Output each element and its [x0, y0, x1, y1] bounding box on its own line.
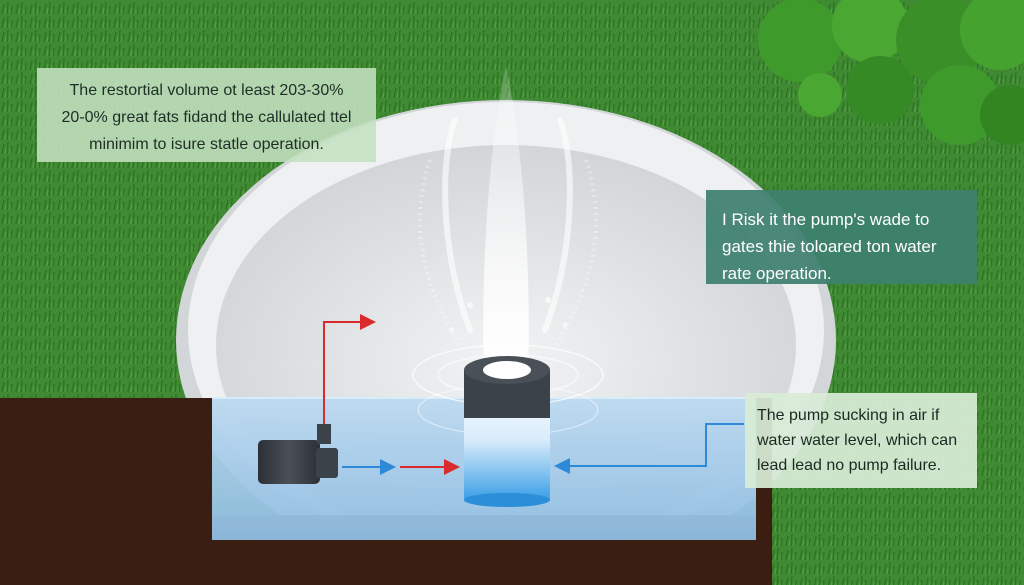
inflow-arrow [554, 423, 744, 474]
water-jet-icon [418, 65, 598, 380]
callout-line: 20-0% great fats fidand the callulated t… [61, 109, 352, 126]
callout-line: gates thie toloared ton water [722, 237, 937, 256]
callout-line: The restortial volume ot least 203-30% [69, 82, 344, 99]
callout-line: rate operation. [722, 264, 832, 283]
callout-line: minimim to isure statle operation. [89, 136, 324, 153]
reservoir-volume-callout: The restortial volume ot least 203-30% 2… [37, 68, 376, 162]
soil-left [0, 398, 212, 585]
callout-line: I Risk it the pump's wade to [722, 210, 930, 229]
pump-icon [258, 424, 338, 484]
callout-line: water water level, which can [757, 432, 958, 449]
flow-rate-callout: I Risk it the pump's wade to gates thie … [706, 190, 977, 284]
callout-line: lead lead no pump failure. [757, 457, 942, 474]
air-intake-warning-callout: The pump sucking in air if water water l… [745, 393, 977, 488]
outflow-arrow [323, 314, 376, 424]
fountain-nozzle-icon [464, 356, 550, 507]
callout-line: The pump sucking in air if [757, 407, 940, 424]
shrub-icon [758, 0, 1024, 145]
